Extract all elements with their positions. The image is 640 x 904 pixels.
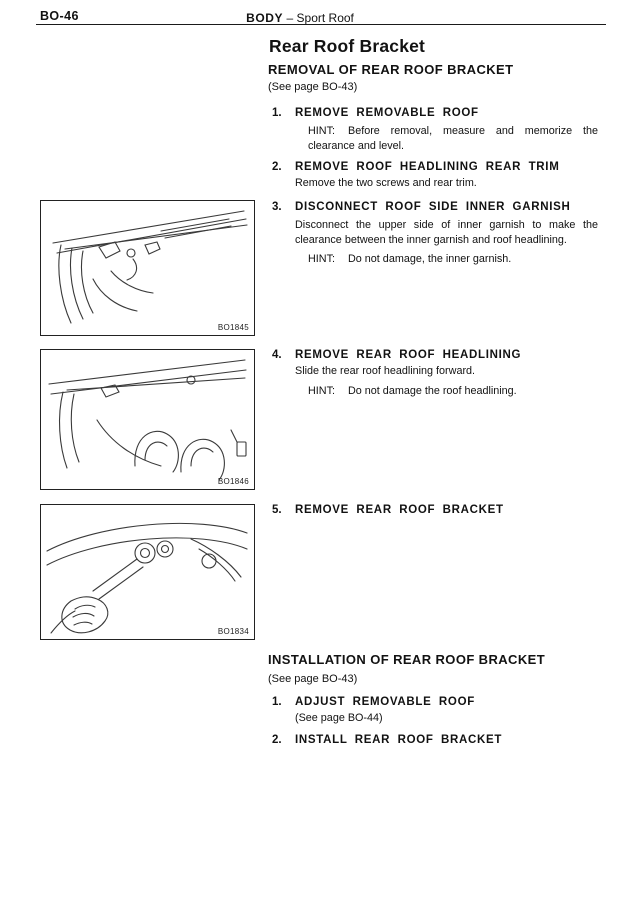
step-body: Remove the two screws and rear trim. (295, 177, 477, 189)
header-divider (36, 24, 606, 25)
figure-bo1834-illustration (46, 522, 248, 634)
removal-step-1: 1. REMOVE REMOVABLE ROOF HINT:Before rem… (272, 107, 604, 153)
removal-heading: REMOVAL OF REAR ROOF BRACKET (268, 62, 514, 77)
page-title: Rear Roof Bracket (269, 36, 426, 56)
installation-see-page: (See page BO-43) (268, 673, 358, 685)
step-title: REMOVE REAR ROOF BRACKET (295, 504, 504, 516)
step-number: 2. (272, 161, 282, 173)
step-number: 1. (272, 696, 282, 708)
step-number: 5. (272, 504, 282, 516)
step-title: ADJUST REMOVABLE ROOF (295, 696, 475, 708)
step-number: 4. (272, 349, 282, 361)
step-number: 3. (272, 201, 282, 213)
step-heading: 1. REMOVE REMOVABLE ROOF (272, 107, 604, 119)
step-title: INSTALL REAR ROOF BRACKET (295, 734, 503, 746)
removal-step-2: 2. REMOVE ROOF HEADLINING REAR TRIM Remo… (272, 161, 604, 191)
step-hint: HINT:Before removal, measure and memoriz… (308, 124, 598, 153)
step-title: DISCONNECT ROOF SIDE INNER GARNISH (295, 201, 571, 213)
removal-see-page: (See page BO-43) (268, 81, 358, 93)
step-body: Disconnect the upper side of inner garni… (295, 219, 598, 246)
hint-text: Do not damage the roof headlining. (348, 384, 517, 397)
step-heading: 4. REMOVE REAR ROOF HEADLINING (272, 349, 604, 361)
hint-label: HINT: (308, 253, 335, 266)
removal-step-5: 5. REMOVE REAR ROOF BRACKET (272, 504, 604, 516)
removal-step-3: 3. DISCONNECT ROOF SIDE INNER GARNISH Di… (272, 201, 604, 267)
figure-bo1834: BO1834 (40, 504, 255, 640)
figure-bo1845: BO1845 (40, 200, 255, 336)
step-title: REMOVE REMOVABLE ROOF (295, 107, 479, 119)
hint-text: Do not damage, the inner garnish. (348, 253, 512, 266)
step-number: 2. (272, 734, 282, 746)
step-heading: 2. INSTALL REAR ROOF BRACKET (272, 734, 604, 746)
step-heading: 5. REMOVE REAR ROOF BRACKET (272, 504, 604, 516)
installation-heading: INSTALLATION OF REAR ROOF BRACKET (268, 652, 546, 667)
header-section-title: BODY – Sport Roof (0, 11, 600, 25)
step-body: (See page BO-44) (295, 712, 383, 724)
figure-code: BO1845 (217, 323, 249, 332)
removal-step-4: 4. REMOVE REAR ROOF HEADLINING Slide the… (272, 349, 604, 398)
hint-label: HINT: (308, 125, 335, 137)
step-hint: HINT: Do not damage, the inner garnish. (308, 252, 598, 267)
step-title: REMOVE ROOF HEADLINING REAR TRIM (295, 161, 560, 173)
step-heading: 2. REMOVE ROOF HEADLINING REAR TRIM (272, 161, 604, 173)
step-heading: 3. DISCONNECT ROOF SIDE INNER GARNISH (272, 201, 604, 213)
page-code: BO-46 (40, 9, 79, 23)
header-section-bold: BODY (246, 11, 284, 25)
installation-step-1: 1. ADJUST REMOVABLE ROOF (See page BO-44… (272, 696, 604, 726)
figure-bo1846: BO1846 (40, 349, 255, 490)
figure-code: BO1846 (217, 477, 249, 486)
step-heading: 1. ADJUST REMOVABLE ROOF (272, 696, 604, 708)
step-body: Slide the rear roof headlining forward. (295, 365, 476, 377)
hint-label: HINT: (308, 384, 335, 397)
header-section-rest: – Sport Roof (283, 11, 354, 25)
step-hint: HINT: Do not damage the roof headlining. (308, 384, 598, 399)
figure-bo1846-illustration (48, 359, 247, 481)
step-number: 1. (272, 107, 282, 119)
installation-step-2: 2. INSTALL REAR ROOF BRACKET (272, 734, 604, 746)
figure-code: BO1834 (217, 627, 249, 636)
step-title: REMOVE REAR ROOF HEADLINING (295, 349, 522, 361)
hint-text: Before removal, measure and memorize the… (308, 125, 598, 152)
figure-bo1845-illustration (52, 210, 248, 324)
